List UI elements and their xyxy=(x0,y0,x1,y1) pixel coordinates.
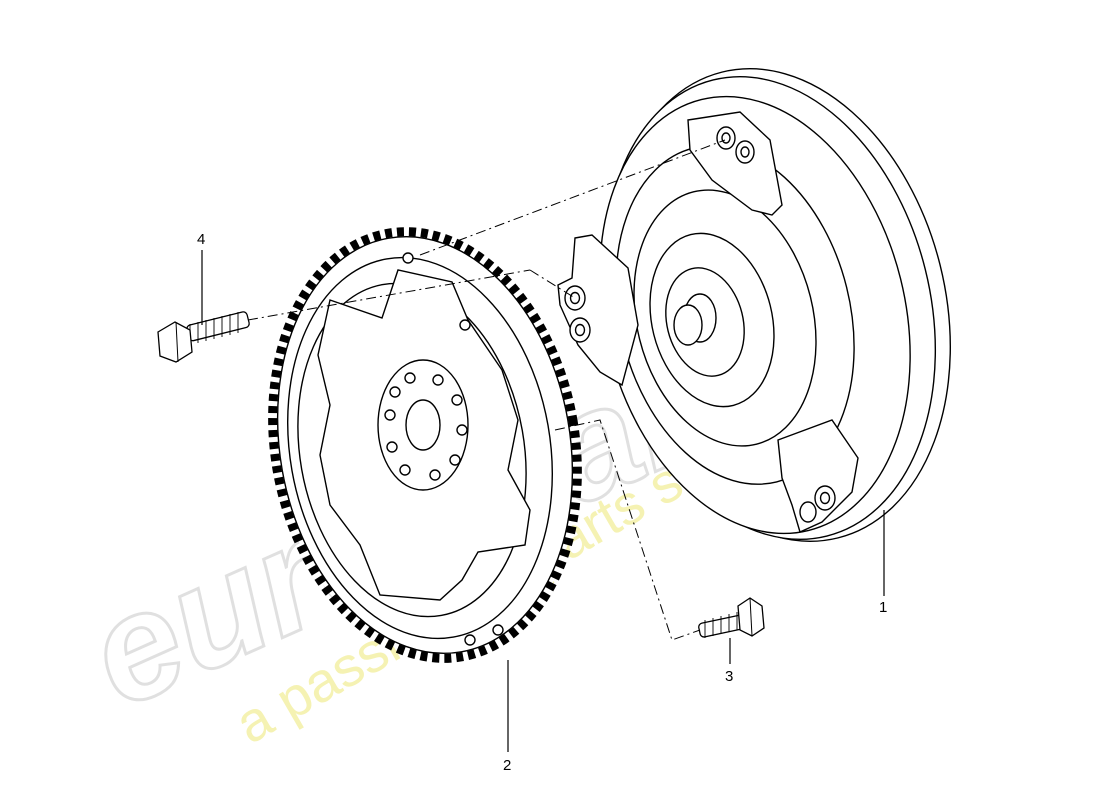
alignment-lines xyxy=(247,139,726,641)
alignment-line-3 xyxy=(554,419,701,641)
callout-3: 3 xyxy=(725,668,733,685)
flexplate-center-hole xyxy=(405,399,441,451)
callout-2: 2 xyxy=(503,757,511,774)
converter-lug-bottom xyxy=(777,419,859,533)
bolt-4-shank xyxy=(186,311,250,342)
converter-lug-top xyxy=(687,111,783,216)
ring-gear-holes xyxy=(402,252,504,646)
alignment-line-4-c xyxy=(529,269,576,299)
converter-lug-left xyxy=(557,234,639,387)
flexplate xyxy=(268,227,582,663)
callout-1: 1 xyxy=(879,599,887,616)
converter-shaft xyxy=(673,304,703,346)
flexplate-bolt-holes xyxy=(384,372,468,481)
leader-lines xyxy=(201,250,885,752)
torque-converter xyxy=(557,68,952,542)
alignment-line-4-b xyxy=(419,139,726,256)
alignment-line-4-a xyxy=(247,269,531,321)
bolt-4 xyxy=(157,311,250,363)
bolt-3 xyxy=(698,597,765,638)
callout-4: 4 xyxy=(197,231,205,248)
bolt-4-head xyxy=(157,321,193,363)
